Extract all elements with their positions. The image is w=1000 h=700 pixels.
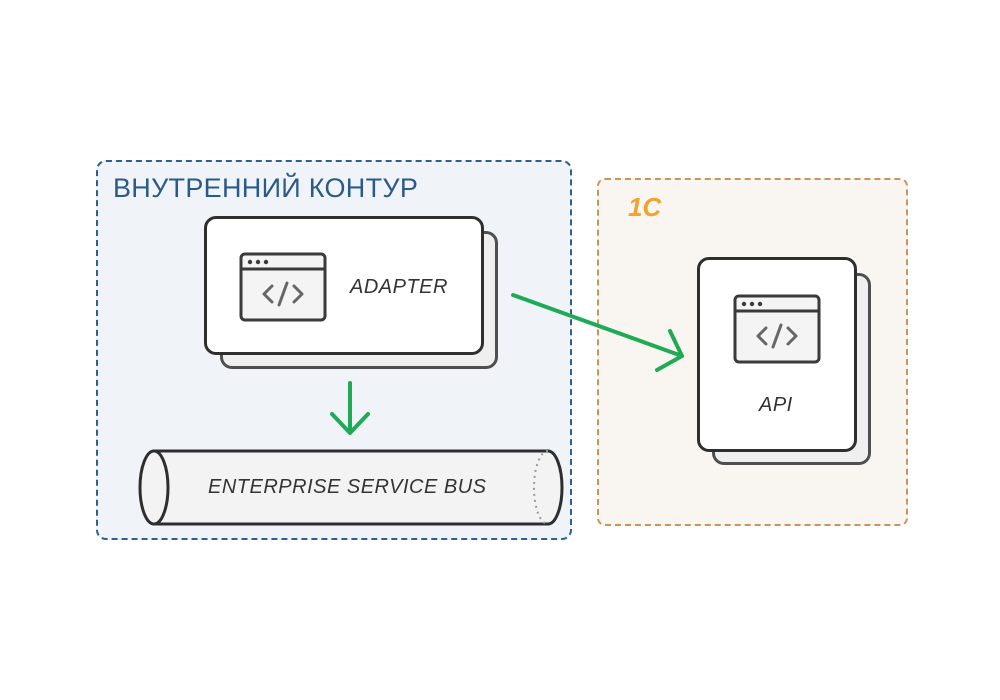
1c-zone-title: 1С [628,192,662,222]
code-window-icon [733,294,821,364]
api-label: API [759,394,793,416]
service-bus-label: ENTERPRISE SERVICE BUS [208,476,487,498]
adapter-label: ADAPTER [350,276,448,298]
api-card[interactable]: API [697,257,857,452]
code-window-icon [239,252,327,322]
internal-zone-title: ВНУТРЕННИЙ КОНТУР [113,173,419,203]
adapter-card[interactable]: ADAPTER [204,216,484,355]
